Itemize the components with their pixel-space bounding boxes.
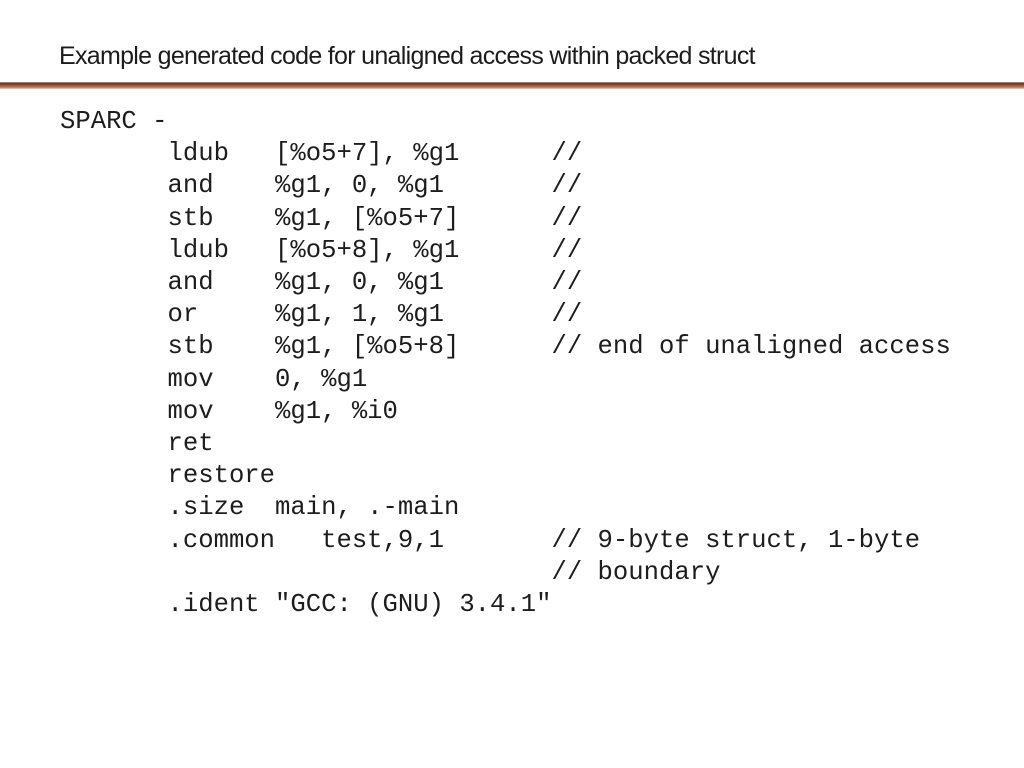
title-divider-rule bbox=[0, 82, 1024, 89]
code-block: SPARC - ldub [%o5+7], %g1 // and %g1, 0,… bbox=[60, 107, 951, 620]
slide-title: Example generated code for unaligned acc… bbox=[59, 42, 756, 70]
